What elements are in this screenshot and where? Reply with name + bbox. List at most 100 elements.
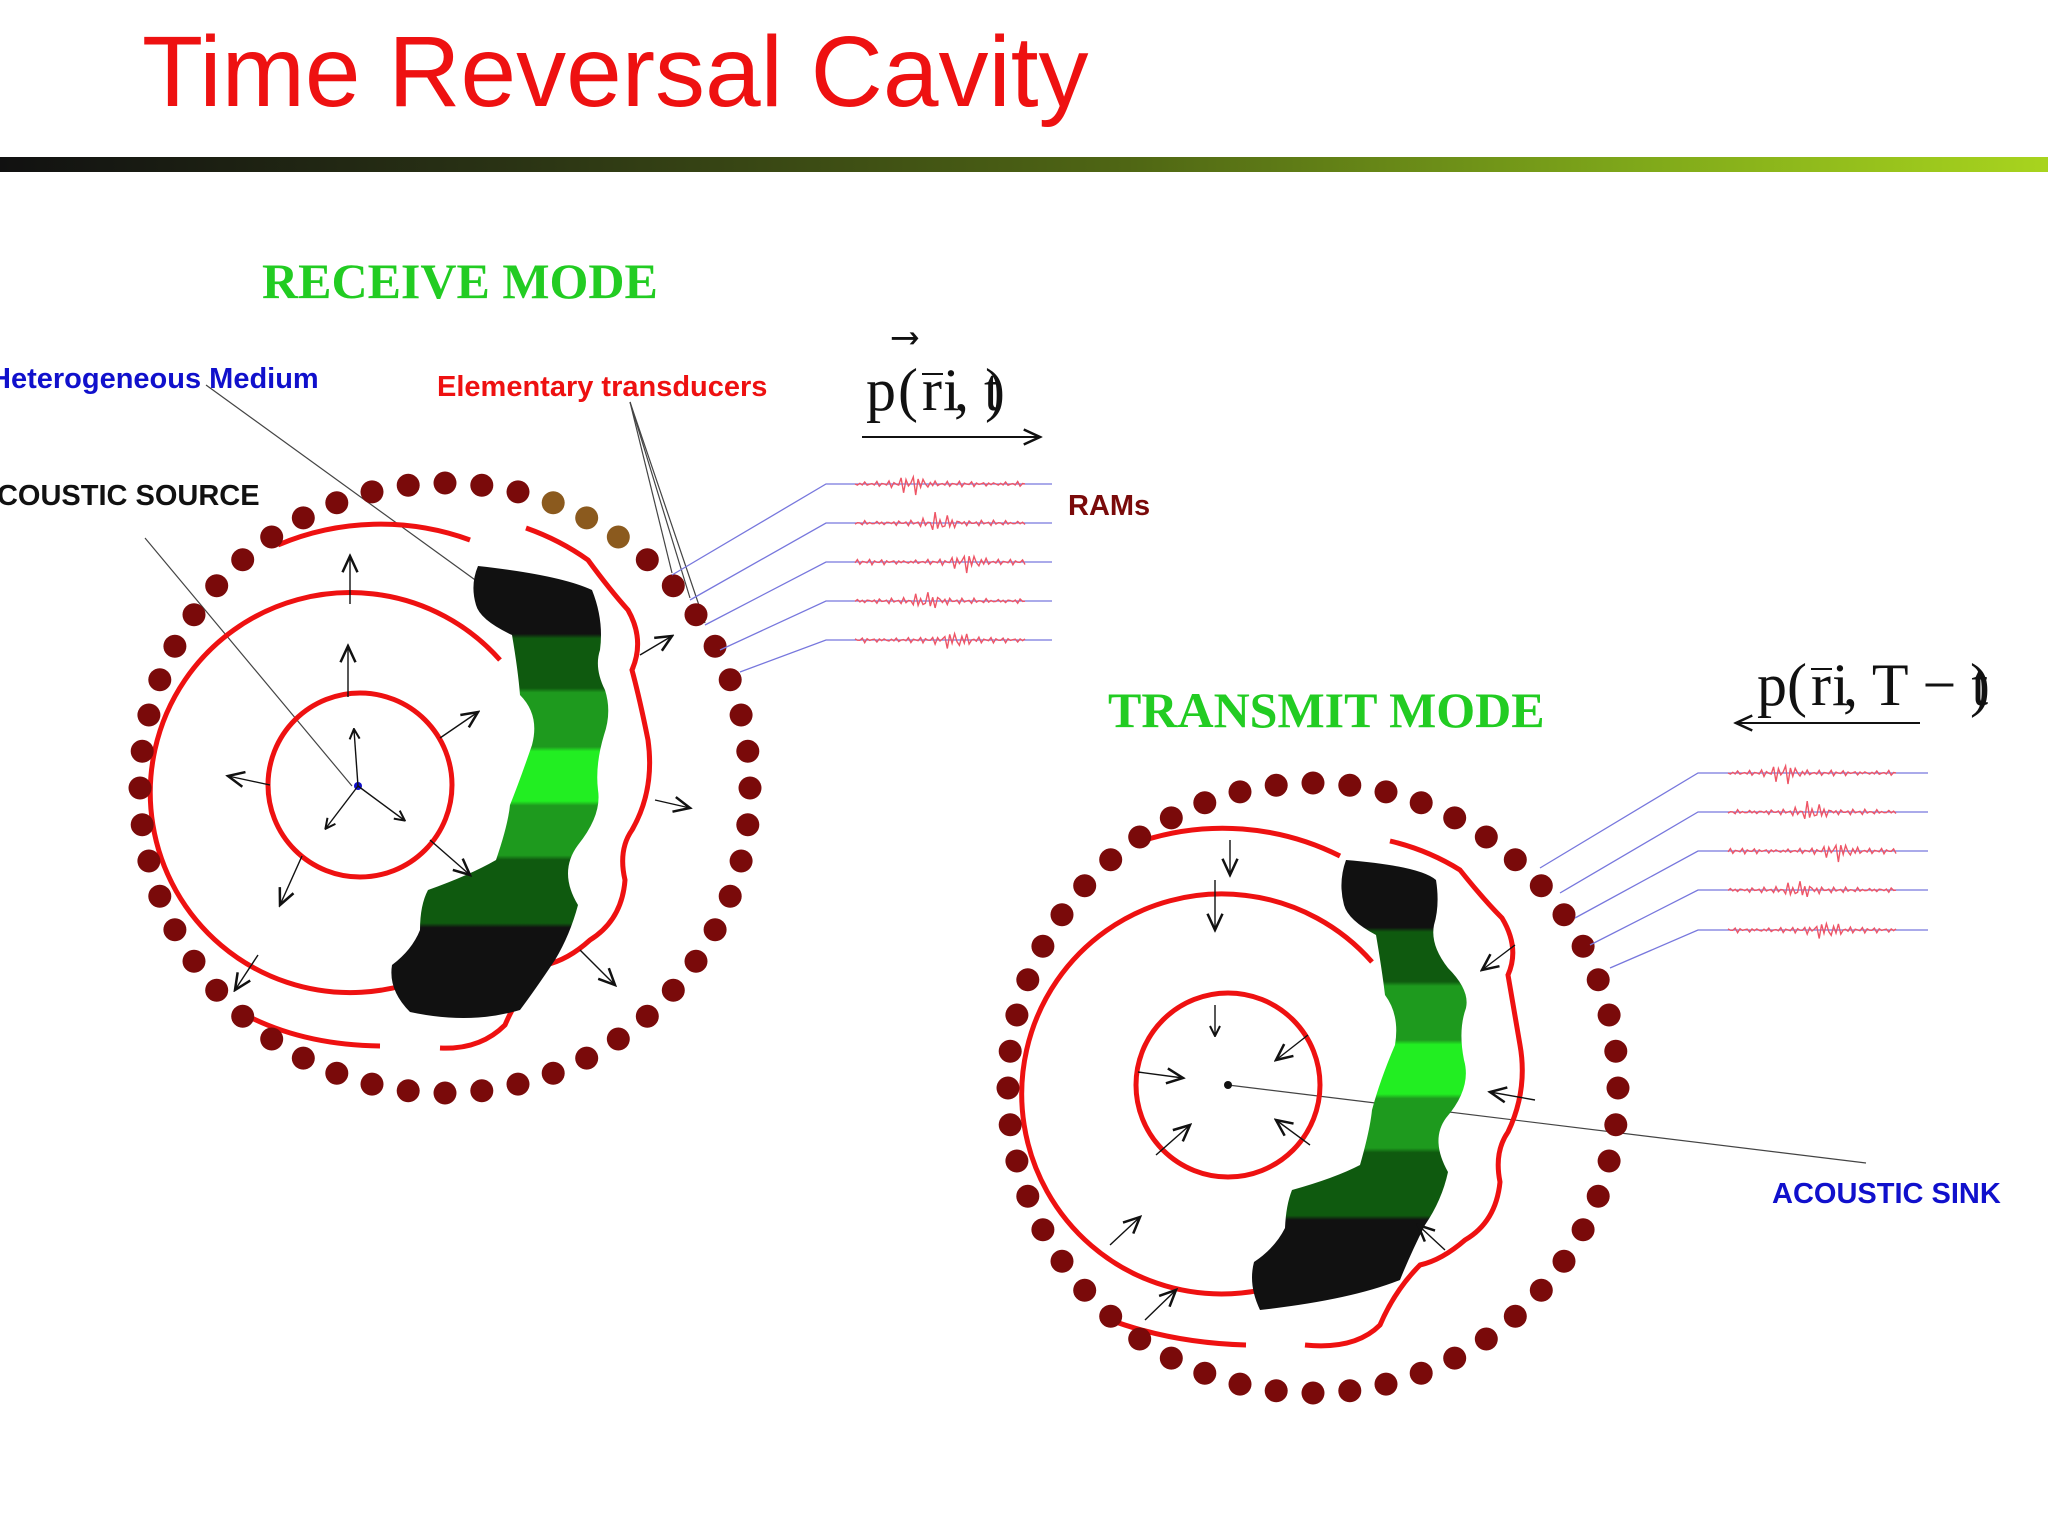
transmit-signal-traces (1539, 763, 1928, 969)
transducer-element (1474, 825, 1498, 849)
transducer-element (1338, 773, 1362, 797)
transducer-element (231, 548, 255, 572)
transducer-element (1099, 1304, 1123, 1328)
outgoing-arrow (579, 949, 615, 985)
transducer-element (182, 949, 206, 973)
outer-wavefront-top (277, 521, 471, 548)
signal-trace (1727, 800, 1897, 820)
transducer-element (148, 668, 172, 692)
transducer-element (291, 1046, 315, 1070)
outgoing-arrow (280, 855, 303, 905)
transducer-element (575, 1046, 599, 1070)
transducer-element (360, 480, 384, 504)
transducer-element (1338, 1379, 1362, 1403)
signal-trace (854, 474, 1026, 496)
transmit-distorted-wavefront (1304, 838, 1525, 1349)
transducer-element (506, 480, 530, 504)
transducer-element (470, 1079, 494, 1103)
transducer-element (661, 978, 685, 1002)
transmit-outer-wavefront-top (1141, 825, 1342, 859)
transmit-eq-vector: r (1811, 652, 1831, 718)
transducer-element (130, 739, 154, 763)
middle-wavefront (147, 590, 502, 996)
heterogeneous-medium-label: Heterogeneous Medium (0, 363, 319, 395)
transducer-element (148, 884, 172, 908)
transducer-element (1005, 1003, 1029, 1027)
transmit-eq-close-paren: ) (1970, 652, 1990, 718)
transducer-element (360, 1072, 384, 1096)
transmit-eq-args: , T − t (1843, 652, 1988, 718)
transducer-element (1264, 1379, 1288, 1403)
transmit-middle-wavefront (1019, 891, 1374, 1297)
elementary-transducers-label: Elementary transducers (437, 371, 767, 403)
outgoing-arrow (439, 712, 478, 739)
transmit-eq-open-paren: ( (1787, 652, 1807, 718)
transducer-element (1597, 1149, 1621, 1173)
transducer-element (1031, 1218, 1055, 1242)
transducer-element (396, 473, 420, 497)
transducer-element (163, 634, 187, 658)
incoming-arrow (1109, 1217, 1140, 1246)
receive-transducer-ring (128, 471, 762, 1105)
transducer-element (729, 703, 753, 727)
acoustic-sink-point (1224, 1081, 1232, 1089)
transducer-element (1193, 1361, 1217, 1385)
transducer-element (1374, 780, 1398, 804)
transducer-element (1503, 848, 1527, 872)
transducer-element (163, 918, 187, 942)
transducer-element (684, 603, 708, 627)
receive-signal-traces (671, 474, 1052, 673)
acoustic-source-label: ACOUSTIC SOURCE (0, 480, 260, 512)
transmit-mode-panel: TRANSMIT MODE ACOUSTIC SINK p ( r i , T … (996, 652, 2001, 1405)
transducer-element (1529, 874, 1553, 898)
incoming-arrow (1144, 1290, 1176, 1321)
transducer-element (231, 1004, 255, 1028)
receive-heterogeneous-medium (391, 566, 609, 1019)
active-transducer-element (606, 525, 630, 549)
transducer-element (996, 1076, 1020, 1100)
outgoing-arrow (654, 800, 690, 808)
transducer-element (1409, 791, 1433, 815)
transducer-element (703, 918, 727, 942)
transducer-element (137, 849, 161, 873)
sink-leader-line (1227, 1084, 1867, 1164)
incoming-arrow (1137, 1072, 1183, 1078)
transducer-element (396, 1079, 420, 1103)
transducer-element (1586, 1184, 1610, 1208)
transducer-element (661, 574, 685, 598)
signal-trace (854, 554, 1026, 574)
transducer-element (1552, 1249, 1576, 1273)
signal-trace (1727, 843, 1897, 863)
transducer-element (606, 1027, 630, 1051)
incoming-arrow (1155, 1125, 1190, 1156)
transducer-element (506, 1072, 530, 1096)
acoustic-sink-label: ACOUSTIC SINK (1772, 1178, 2001, 1210)
transmit-equation: p ( r i , T − t ) (1736, 652, 1990, 723)
rams-label: RAMs (1068, 490, 1150, 522)
transducer-element (1050, 903, 1074, 927)
signal-baseline (1574, 850, 1928, 919)
transmit-converging-arrows (1109, 840, 1536, 1321)
transducer-element (1571, 1218, 1595, 1242)
transducer-element (1301, 771, 1325, 795)
transducer-element (1586, 968, 1610, 992)
transducer-element (736, 813, 760, 837)
signal-baseline (671, 483, 1052, 576)
transducer-element (718, 884, 742, 908)
transducer-element (1443, 1346, 1467, 1370)
transducer-element (998, 1113, 1022, 1137)
transducer-element (130, 813, 154, 837)
transducer-element (1374, 1372, 1398, 1396)
transducer-element (260, 525, 284, 549)
receive-eq-symbol: p (866, 357, 896, 423)
receive-mode-panel: RECEIVE MODE Heterogeneous Medium Elemen… (0, 253, 1150, 1105)
signal-baseline (1539, 772, 1928, 869)
receive-eq-subscript: i (943, 357, 960, 423)
transducer-element (1604, 1039, 1628, 1063)
signal-trace (854, 631, 1026, 649)
transducer-leader-line (629, 401, 706, 624)
transducer-element (1503, 1304, 1527, 1328)
receive-eq-args: , t (954, 357, 1001, 423)
signal-baseline (1589, 889, 1928, 946)
